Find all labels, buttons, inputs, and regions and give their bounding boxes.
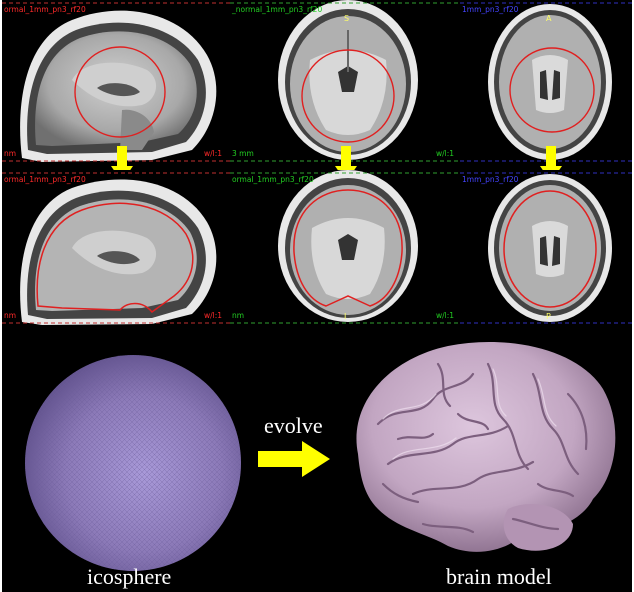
axial-mri-image [460,170,632,326]
coronal-mri-image [230,0,460,164]
window-level-label: w/l:1 [436,150,454,158]
sagittal-mri-image [2,0,230,164]
sagittal-view-top: ormal_1mm_pn3_rf20 nm w/l:1 [2,0,230,164]
filename-label: 1mm_pn3_rf20 [462,176,518,184]
orientation-inferior: I [344,312,346,321]
filename-label: ormal_1mm_pn3_rf20 [4,6,86,14]
orientation-superior: S [344,14,349,23]
sagittal-mri-image [2,170,230,326]
evolve-label: evolve [264,413,323,439]
axial-view-bottom: 1mm_pn3_rf20 P [460,170,632,326]
orientation-posterior: P [546,312,551,321]
icosphere-image [22,352,244,574]
right-arrow-icon [258,441,330,477]
window-level-label: w/l:1 [204,312,222,320]
coronal-mri-image [230,170,460,326]
filename-label: 1mm_pn3_rf20 [462,6,518,14]
scale-label: 3 mm [232,150,254,158]
filename-label: ormal_1mm_pn3_rf20 [232,176,314,184]
axial-mri-image [460,0,632,164]
icosphere-label: icosphere [87,564,171,590]
scale-label: nm [232,312,244,320]
scale-label: nm [4,150,16,158]
brain-model-image [338,334,626,566]
sagittal-view-bottom: ormal_1mm_pn3_rf20 nm w/l:1 [2,170,230,326]
scale-label: nm [4,312,16,320]
coronal-view-bottom: ormal_1mm_pn3_rf20 I nm w/l:1 [230,170,460,326]
window-level-label: w/l:1 [204,150,222,158]
orientation-anterior: A [546,14,551,23]
brain-model-label: brain model [446,564,552,590]
axial-view-top: 1mm_pn3_rf20 A [460,0,632,164]
window-level-label: w/l:1 [436,312,454,320]
filename-label: _normal_1mm_pn3_rf20 [232,6,322,14]
filename-label: ormal_1mm_pn3_rf20 [4,176,86,184]
coronal-view-top: _normal_1mm_pn3_rf20 S 3 mm w/l:1 [230,0,460,164]
